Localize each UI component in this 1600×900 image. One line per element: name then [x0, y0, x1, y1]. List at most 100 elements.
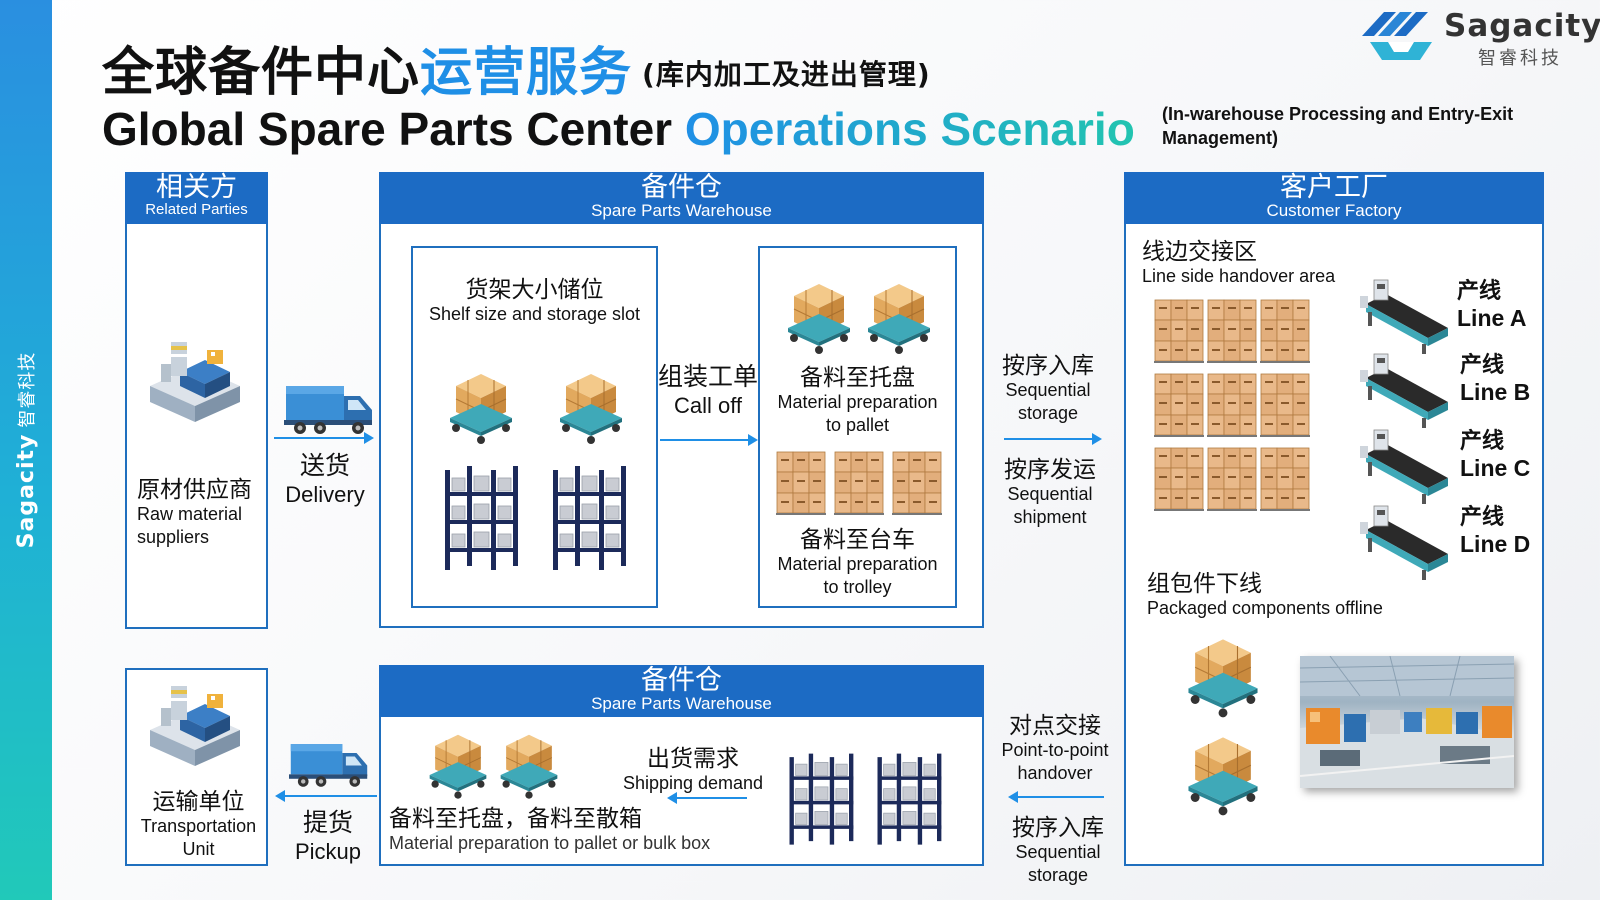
line-c-en: Line C — [1460, 455, 1531, 481]
transport-unit-label: 运输单位 Transportation Unit — [127, 788, 270, 861]
transport-unit-en-2: Unit — [182, 839, 215, 859]
storage-rack-icon — [441, 464, 521, 574]
pickup-arrow — [275, 790, 377, 802]
line-c-cn: 产线 — [1460, 428, 1505, 453]
supplier-label: 原材供应商 Raw material suppliers — [137, 476, 252, 549]
storage-rack-icon — [786, 751, 856, 849]
calloff-label: 组装工单 Call off — [658, 362, 758, 420]
related-parties-title-en: Related Parties — [145, 201, 248, 218]
handover-area-label: 线边交接区 Line side handover area — [1142, 238, 1335, 288]
brand-sidebar: Sagacity 智睿科技 — [0, 0, 52, 900]
trolley-prep-cn: 备料至台车 — [800, 526, 915, 552]
supplier-cn: 原材供应商 — [137, 476, 252, 502]
handover-area-en: Line side handover area — [1142, 266, 1336, 286]
logo-text: Sagacity — [1444, 8, 1600, 44]
related-parties-header: 相关方 Related Parties — [125, 172, 268, 224]
delivery-arrow — [274, 432, 374, 444]
carton-stack-icon — [834, 448, 884, 518]
pallet-cart-icon — [784, 276, 854, 356]
supplier-factory-icon — [145, 336, 245, 426]
line-b-cn: 产线 — [1460, 352, 1505, 377]
line-a-label: 产线 Line A — [1457, 278, 1526, 332]
storage-rack-icon — [549, 464, 629, 574]
title-en-accent: Operations Scenario — [684, 103, 1135, 155]
line-d-cn: 产线 — [1460, 504, 1505, 529]
carton-stack-icon — [1154, 298, 1204, 364]
warehouse-bottom-panel: 备件仓 Spare Parts Warehouse 出货需求 Shipping … — [379, 665, 984, 866]
logo-text-cn: 智睿科技 — [1478, 48, 1562, 68]
conveyor-line-icon — [1356, 276, 1451, 356]
pickup-en: Pickup — [294, 839, 362, 864]
carton-stack-icon — [1260, 446, 1310, 512]
shelf-cn: 货架大小储位 — [465, 276, 604, 302]
title-cn-sub: (库内加工及进出管理) — [642, 58, 931, 91]
warehouse-bottom-title-cn: 备件仓 — [641, 665, 722, 695]
sagacity-logo: Sagacity 智睿科技 — [1362, 6, 1600, 68]
sidebar-brand-en: Sagacity — [14, 433, 39, 549]
transport-unit-en-1: Transportation — [140, 816, 257, 836]
supplier-en-1: Raw material — [137, 504, 243, 524]
sequential-storage-top-cn: 按序入库 — [1002, 352, 1094, 378]
packaged-offline-en: Packaged components offline — [1147, 598, 1383, 618]
warehouse-top-title-cn: 备件仓 — [641, 172, 722, 202]
material-prep-box: 备料至托盘 Material preparation to pallet 备料至… — [758, 246, 957, 608]
pallet-prep-en-1: Material preparation — [777, 392, 938, 412]
sequential-storage-top-label: 按序入库 Sequential storage — [993, 352, 1103, 425]
sequential-flow-arrow — [1004, 433, 1102, 445]
packaged-offline-cn: 组包件下线 — [1147, 570, 1262, 596]
pallet-cart-icon — [446, 366, 516, 446]
pallet-prep-label: 备料至托盘 Material preparation to pallet — [760, 364, 955, 437]
warehouse-top-title-en: Spare Parts Warehouse — [591, 201, 772, 220]
pallet-cart-icon — [497, 727, 561, 801]
title-chinese: 全球备件中心运营服务(库内加工及进出管理) — [102, 42, 931, 106]
supplier-en-2: suppliers — [137, 527, 210, 547]
pallet-cart-icon — [1184, 630, 1262, 720]
trolley-prep-label: 备料至台车 Material preparation to trolley — [760, 526, 955, 599]
line-b-label: 产线 Line B — [1460, 352, 1530, 406]
line-a-en: Line A — [1457, 305, 1527, 331]
warehouse-top-header: 备件仓 Spare Parts Warehouse — [379, 172, 984, 224]
title-cn-accent: 运营服务 — [420, 43, 633, 103]
line-b-en: Line B — [1460, 379, 1531, 405]
sequential-shipment-cn: 按序发运 — [1004, 456, 1096, 482]
sequential-shipment-en-1: Sequential — [1007, 484, 1093, 504]
factory-floor-photo — [1300, 656, 1514, 788]
shipping-demand-label: 出货需求 Shipping demand — [613, 745, 773, 795]
related-parties-title-cn: 相关方 — [156, 172, 237, 202]
carton-stack-icon — [1207, 298, 1257, 364]
sidebar-brand-cn: 智睿科技 — [17, 351, 38, 428]
sequential-storage-bottom-cn: 按序入库 — [1012, 814, 1104, 840]
sequential-storage-bottom-en-2: storage — [1027, 865, 1089, 885]
carton-stack-icon — [1154, 446, 1204, 512]
prep-pallet-bulk-en: Material preparation to pallet or bulk b… — [389, 833, 711, 853]
customer-factory-header: 客户工厂 Customer Factory — [1124, 172, 1544, 224]
customer-factory-title-en: Customer Factory — [1266, 201, 1402, 220]
pallet-prep-en-2: to pallet — [825, 415, 890, 435]
line-d-label: 产线 Line D — [1460, 504, 1530, 558]
carton-stack-icon — [892, 448, 942, 518]
prep-pallet-bulk-cn: 备料至托盘，备料至散箱 — [389, 805, 642, 831]
prep-pallet-bulk-label: 备料至托盘，备料至散箱 Material preparation to pall… — [389, 805, 710, 855]
carton-stack-icon — [1207, 372, 1257, 438]
delivery-truck-icon — [284, 382, 374, 437]
related-parties-panel: 相关方 Related Parties 原材供应商 Raw material s… — [125, 172, 268, 629]
shelf-label: 货架大小储位 Shelf size and storage slot — [413, 276, 656, 326]
pallet-prep-cn: 备料至托盘 — [800, 364, 915, 390]
pickup-label: 提货 Pickup — [283, 808, 373, 866]
sequential-shipment-en-2: shipment — [1013, 507, 1087, 527]
shipping-demand-en: Shipping demand — [622, 773, 764, 793]
delivery-cn: 送货 — [299, 452, 350, 480]
packaged-offline-label: 组包件下线 Packaged components offline — [1147, 570, 1383, 620]
trolley-prep-en-2: to trolley — [823, 577, 892, 597]
customer-factory-title-cn: 客户工厂 — [1280, 172, 1388, 202]
pickup-truck-icon — [289, 740, 369, 790]
carton-stack-icon — [1260, 298, 1310, 364]
transport-unit-cn: 运输单位 — [152, 788, 245, 814]
sequential-storage-bottom-label: 按序入库 Sequential storage — [1000, 814, 1116, 887]
title-english: Global Spare Parts Center Operations Sce… — [102, 102, 1135, 156]
p2p-handover-label: 对点交接 Point-to-point handover — [990, 712, 1120, 785]
warehouse-bottom-title-en: Spare Parts Warehouse — [591, 694, 772, 713]
pickup-cn: 提货 — [302, 809, 353, 837]
transport-unit-panel: 运输单位 Transportation Unit — [125, 668, 268, 866]
warehouse-bottom-header: 备件仓 Spare Parts Warehouse — [379, 665, 984, 717]
